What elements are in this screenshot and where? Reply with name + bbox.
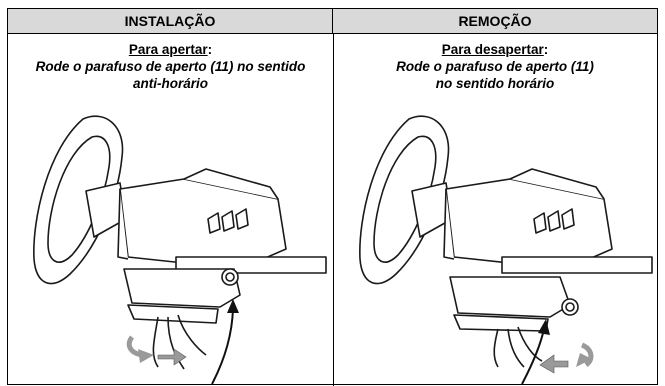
tighten-instruction-line1: Rode o parafuso de aperto (11) no sentid… <box>35 59 306 74</box>
header-installation: INSTALAÇÃO <box>8 9 333 34</box>
column-divider <box>333 34 334 386</box>
loosen-instruction-line2: no sentido horário <box>435 76 555 91</box>
tighten-label: Para apertar <box>128 42 208 57</box>
header-removal: REMOÇÃO <box>333 9 657 34</box>
instruction-table: INSTALAÇÃO REMOÇÃO Para apertar: Rode o … <box>7 8 658 386</box>
tighten-instruction-line2: anti-horário <box>132 76 208 91</box>
loosen-label: Para desapertar <box>441 42 544 57</box>
loosen-instruction-line1: Rode o parafuso de aperto (11) <box>396 59 594 74</box>
caption-removal: Para desapertar: Rode o parafuso de aper… <box>333 41 657 92</box>
caption-installation: Para apertar: Rode o parafuso de aperto … <box>8 41 333 92</box>
wheel-clamp-loosen-illustration <box>359 115 653 385</box>
wheel-clamp-tighten-illustration <box>33 115 327 385</box>
